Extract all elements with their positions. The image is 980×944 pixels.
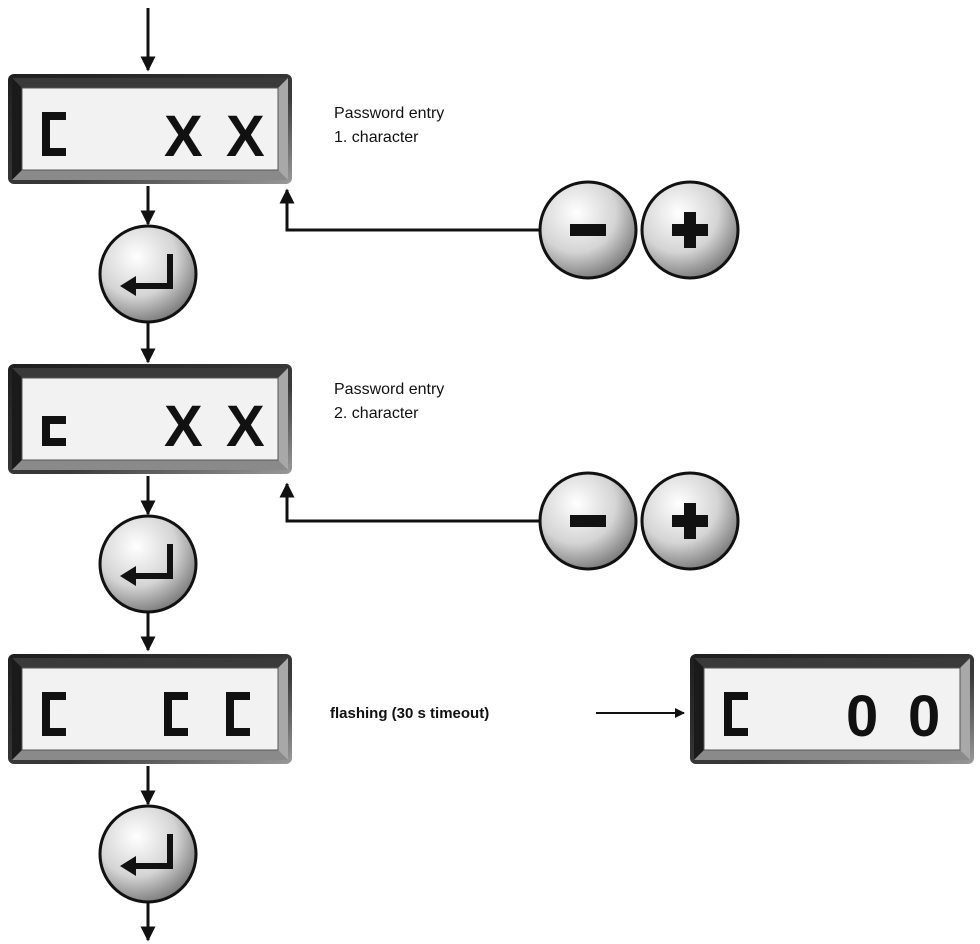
lcd-digit-2: X xyxy=(226,394,265,459)
lcd-digit-2: X xyxy=(226,104,265,169)
plus-icon xyxy=(672,212,708,248)
plus-button-1[interactable] xyxy=(640,180,740,280)
lcd-digit-1: X xyxy=(164,394,203,459)
lcd-digit-1: 0 xyxy=(846,684,878,749)
plus-button-2[interactable] xyxy=(640,471,740,571)
lcd-left-char xyxy=(724,692,748,736)
lcd-face xyxy=(703,667,961,751)
svg-text:X: X xyxy=(226,394,265,459)
enter-arrow-icon xyxy=(134,834,173,869)
enter-arrowhead xyxy=(120,566,136,586)
step1-note-line2: 1. character xyxy=(334,129,419,146)
plus-icon xyxy=(672,503,708,539)
lcd-left-char xyxy=(42,416,66,446)
step2-note-line2: 2. character xyxy=(334,405,419,422)
lcd-digit-1 xyxy=(164,692,188,736)
plusminus1-feedback-arrow xyxy=(279,188,540,232)
enter-button-1[interactable] xyxy=(98,224,198,324)
step2-note-line1: Password entry xyxy=(334,381,444,398)
lcd-face xyxy=(21,667,279,751)
enter-arrow-icon xyxy=(134,544,173,579)
flow-connectors xyxy=(140,8,685,942)
enter-arrowhead xyxy=(120,276,136,296)
step3-flashing-note: flashing (30 s timeout) xyxy=(330,705,489,722)
svg-text:0: 0 xyxy=(846,684,878,749)
enter-button-2[interactable] xyxy=(98,514,198,614)
lcd-digit-1: X xyxy=(164,104,203,169)
minus-button-2[interactable] xyxy=(538,471,638,571)
plusminus2-feedback-arrow xyxy=(279,482,540,523)
minus-button-1[interactable] xyxy=(538,180,638,280)
step1-note-line1: Password entry xyxy=(334,105,444,122)
enter-button-3[interactable] xyxy=(98,804,198,904)
lcd-display-step-3 xyxy=(8,654,292,764)
lcd-left-char xyxy=(42,112,66,156)
svg-text:0: 0 xyxy=(908,684,940,749)
svg-text:X: X xyxy=(226,104,265,169)
svg-text:X: X xyxy=(164,394,203,459)
enter-arrow-icon xyxy=(134,254,173,289)
minus-icon xyxy=(570,224,606,236)
lcd-face xyxy=(21,87,279,171)
lcd-left-char xyxy=(42,692,66,736)
lcd-digit-2 xyxy=(226,692,250,736)
enter-arrowhead xyxy=(120,856,136,876)
lcd-digit-2: 0 xyxy=(908,684,940,749)
svg-text:X: X xyxy=(164,104,203,169)
minus-icon xyxy=(570,515,606,527)
